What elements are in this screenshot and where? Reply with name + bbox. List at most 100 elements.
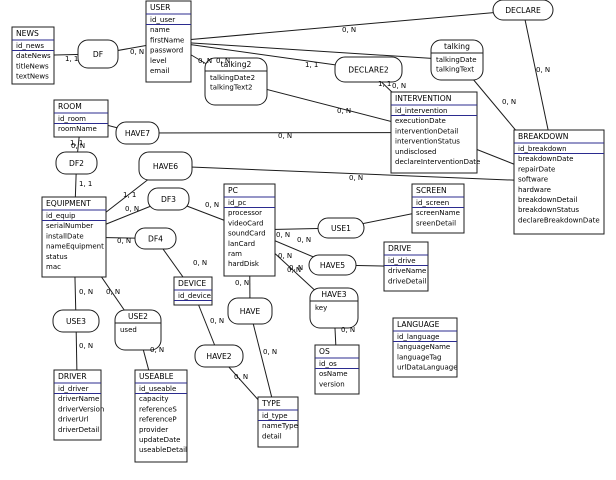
relation-shape	[115, 121, 160, 145]
entity-intervention[interactable]: INTERVENTIONid_interventionexecutionDate…	[390, 91, 480, 174]
entity-attribute: breakdownDate	[518, 155, 573, 163]
entity-key-attribute: id_breakdown	[518, 145, 567, 153]
entity-pc[interactable]: PCid_pcprocessorvideoCardsoundCardlanCar…	[223, 183, 276, 277]
entity-title: BREAKDOWN	[518, 132, 568, 141]
entity-title: ROOM	[58, 102, 82, 111]
relation-title: HAVE7	[125, 129, 150, 138]
relation-have7[interactable]: HAVE7	[115, 121, 160, 145]
link-user-declare	[168, 9, 524, 42]
entity-title: INTERVENTION	[395, 94, 451, 103]
entity-equipment[interactable]: EQUIPMENTid_equipserialNumberinstallDate…	[41, 196, 107, 278]
entity-language[interactable]: LANGUAGEid_languagelanguageNamelanguageT…	[392, 317, 458, 378]
relation-title: DECLARE2	[348, 66, 389, 75]
entity-breakdown[interactable]: BREAKDOWN id_breakdown breakdownDate repair…	[513, 129, 605, 235]
relation-df4[interactable]: DF4	[134, 227, 177, 250]
cardinality-label: 1, 1	[65, 55, 78, 63]
relation-shape	[55, 151, 98, 175]
entity-key-attribute: id_screen	[416, 199, 449, 207]
relation-attribute: talkingText	[436, 66, 474, 74]
entity-key-attribute: id_drive	[388, 257, 416, 265]
relation-use1[interactable]: USE1	[317, 217, 365, 239]
entity-attribute: breakdownDetail	[518, 196, 577, 204]
entity-attribute: undisclosed	[395, 148, 436, 156]
relation-shape	[308, 254, 357, 276]
entity-attribute: driverVersion	[58, 405, 104, 413]
entity-attribute: name	[150, 26, 170, 34]
cardinality-label: 0, N	[289, 264, 303, 272]
relation-have6[interactable]: HAVE6	[138, 151, 193, 181]
entity-attribute: roomName	[58, 125, 97, 133]
entity-driver[interactable]: DRIVERid_driverdriverNamedriverVersiondr…	[53, 369, 104, 441]
entity-box	[11, 26, 55, 85]
relation-title: DF2	[69, 159, 84, 168]
entity-attribute: nameType	[262, 422, 298, 430]
relation-declare[interactable]: DECLARE	[492, 0, 554, 21]
entity-attribute: provider	[139, 426, 168, 434]
entity-attribute: osName	[319, 370, 348, 378]
relation-have2[interactable]: HAVE2	[194, 344, 244, 368]
cardinality-label: 0, N	[502, 98, 516, 106]
cardinality-label: 0, N	[79, 288, 93, 296]
entity-box	[223, 183, 276, 277]
entity-attribute: version	[319, 380, 345, 388]
diagram-nodes: NEWSid_newsdateNewstitleNewstextNewsUSER…	[11, 0, 605, 463]
entity-useable[interactable]: USEABLEid_useablecapacityreferenceSrefer…	[134, 369, 188, 463]
relation-declare2[interactable]: DECLARE2	[334, 56, 403, 83]
cardinality-label: 0, N	[278, 252, 292, 260]
cardinality-label: 0, N	[337, 107, 351, 115]
entity-user[interactable]: USERid_usernamefirstNamepasswordlevelema…	[145, 0, 192, 83]
relation-title: USE1	[331, 224, 351, 233]
relation-shape	[492, 0, 554, 21]
relation-shape	[52, 309, 100, 333]
entity-attribute: processor	[228, 209, 262, 217]
relation-have[interactable]: HAVE	[227, 297, 273, 325]
cardinality-label: 0, N	[117, 237, 131, 245]
cardinality-label: 1, 1	[378, 80, 391, 88]
entity-attribute: languageTag	[397, 353, 441, 361]
relation-shape	[317, 217, 365, 239]
entity-title: PC	[228, 186, 238, 195]
cardinality-label: 0, N	[150, 346, 164, 354]
relation-shape	[430, 39, 484, 81]
entity-attribute: titleNews	[16, 62, 49, 70]
entity-attribute: textNews	[16, 73, 49, 81]
cardinality-label: 0, N	[125, 205, 139, 213]
cardinality-label: 0, N	[193, 259, 207, 267]
relation-attribute: talkingText2	[210, 84, 252, 92]
relation-title: HAVE6	[153, 162, 178, 171]
entity-attribute: driverName	[58, 395, 99, 403]
entity-attribute: ram	[228, 250, 242, 258]
entity-title: OS	[319, 347, 330, 356]
cardinality-label: 0, N	[205, 201, 219, 209]
entity-title: NEWS	[16, 29, 39, 38]
cardinality-label: 0, N	[71, 142, 85, 150]
entity-box	[134, 369, 188, 463]
relation-shape	[309, 287, 359, 329]
relation-have5[interactable]: HAVE5	[308, 254, 357, 276]
entity-attribute: referenceS	[139, 405, 177, 413]
relation-df3[interactable]: DF3	[147, 187, 190, 211]
relation-df2[interactable]: DF2	[55, 151, 98, 175]
entity-key-attribute: id_language	[397, 333, 439, 341]
entity-attribute: serialNumber	[46, 222, 93, 230]
link-have6-breakdown	[165, 165, 560, 183]
entity-attribute: hardDisk	[228, 260, 260, 268]
relation-use3[interactable]: USE3	[52, 309, 100, 333]
relation-df[interactable]: DF	[77, 39, 119, 69]
entity-attribute: repairDate	[518, 165, 555, 173]
entity-attribute: dateNews	[16, 52, 51, 60]
link-have7-intervention	[137, 132, 435, 134]
entity-attribute: mac	[46, 263, 61, 271]
